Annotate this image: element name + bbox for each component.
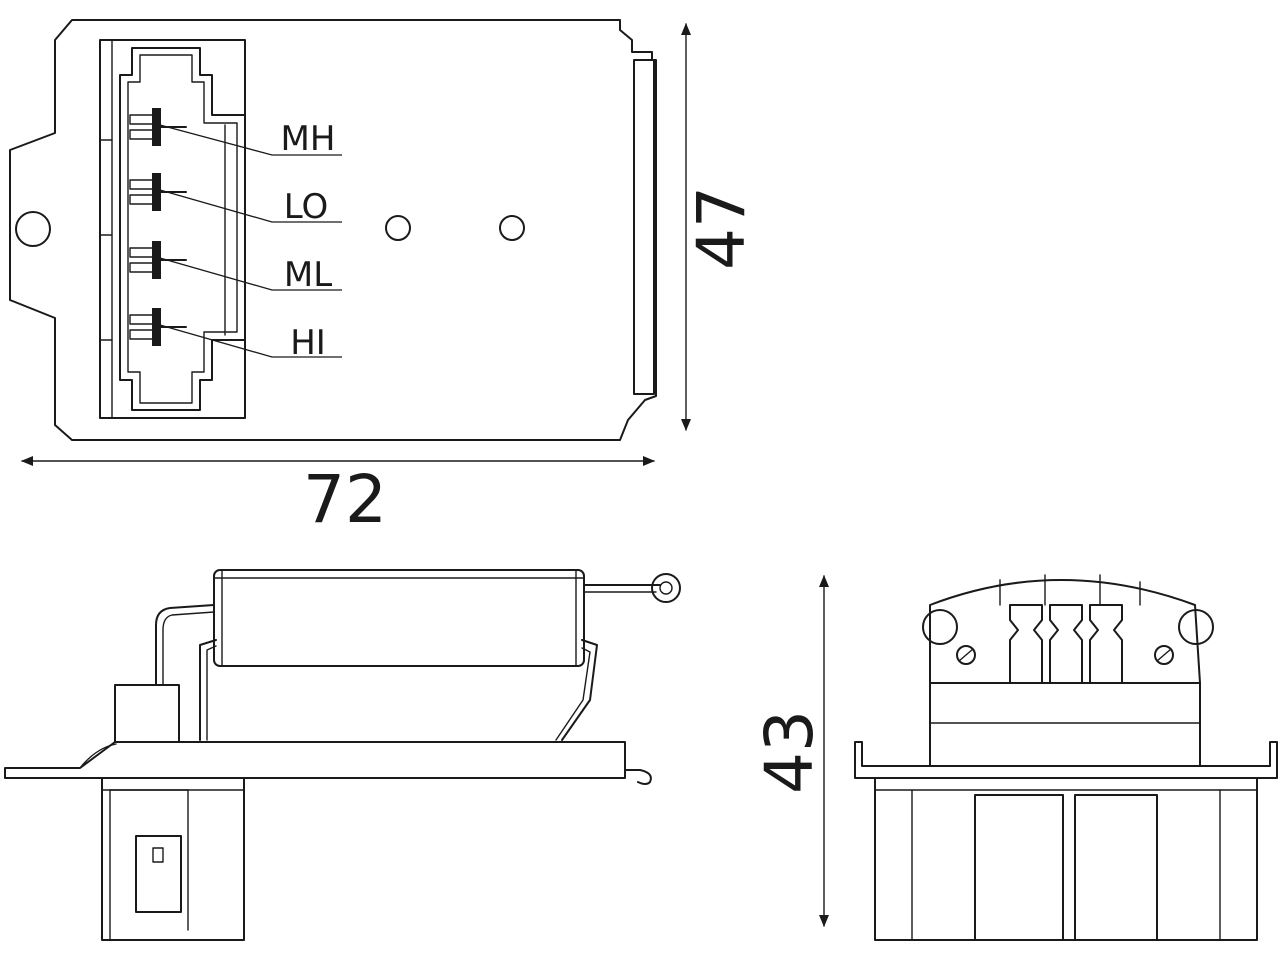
pin-label-mh: MH <box>281 119 336 159</box>
leader-lo <box>159 189 342 223</box>
left-lead-wire <box>155 604 215 686</box>
side-block <box>114 684 180 746</box>
pin-label-hi: HI <box>290 323 326 363</box>
side-base-plate <box>4 741 626 779</box>
leader-hi <box>159 324 342 358</box>
front-view: 43 <box>751 574 1278 941</box>
connector-housing <box>99 39 246 419</box>
front-body <box>929 682 1201 767</box>
top-view: MH LO ML HI 72 47 <box>9 19 760 538</box>
dimension-label-length: 72 <box>303 461 387 538</box>
pin-4 <box>129 308 187 346</box>
front-coil-top <box>929 579 1201 684</box>
mounting-hole <box>15 211 51 247</box>
pin-3 <box>129 241 187 279</box>
leader-ml <box>159 257 342 291</box>
pin-label-lo: LO <box>284 187 329 227</box>
leader-mh <box>159 124 342 156</box>
side-view <box>4 569 681 941</box>
pin-2 <box>129 173 187 211</box>
coil-leg-right <box>561 639 598 741</box>
resistor-coil <box>213 569 585 667</box>
side-connector <box>101 777 245 941</box>
pin-label-ml: ML <box>284 255 332 295</box>
rivet-hole-right <box>499 215 525 241</box>
right-rail <box>633 59 655 395</box>
pin-1 <box>129 108 187 146</box>
rivet-hole-left <box>385 215 411 241</box>
dimension-label-height: 43 <box>751 710 828 794</box>
side-hook <box>624 769 652 785</box>
front-housing <box>874 777 1258 941</box>
top-view-plate <box>9 19 657 441</box>
terminal-eye <box>651 573 681 603</box>
coil-leg-left <box>199 639 217 741</box>
dimension-label-width: 47 <box>683 186 760 270</box>
